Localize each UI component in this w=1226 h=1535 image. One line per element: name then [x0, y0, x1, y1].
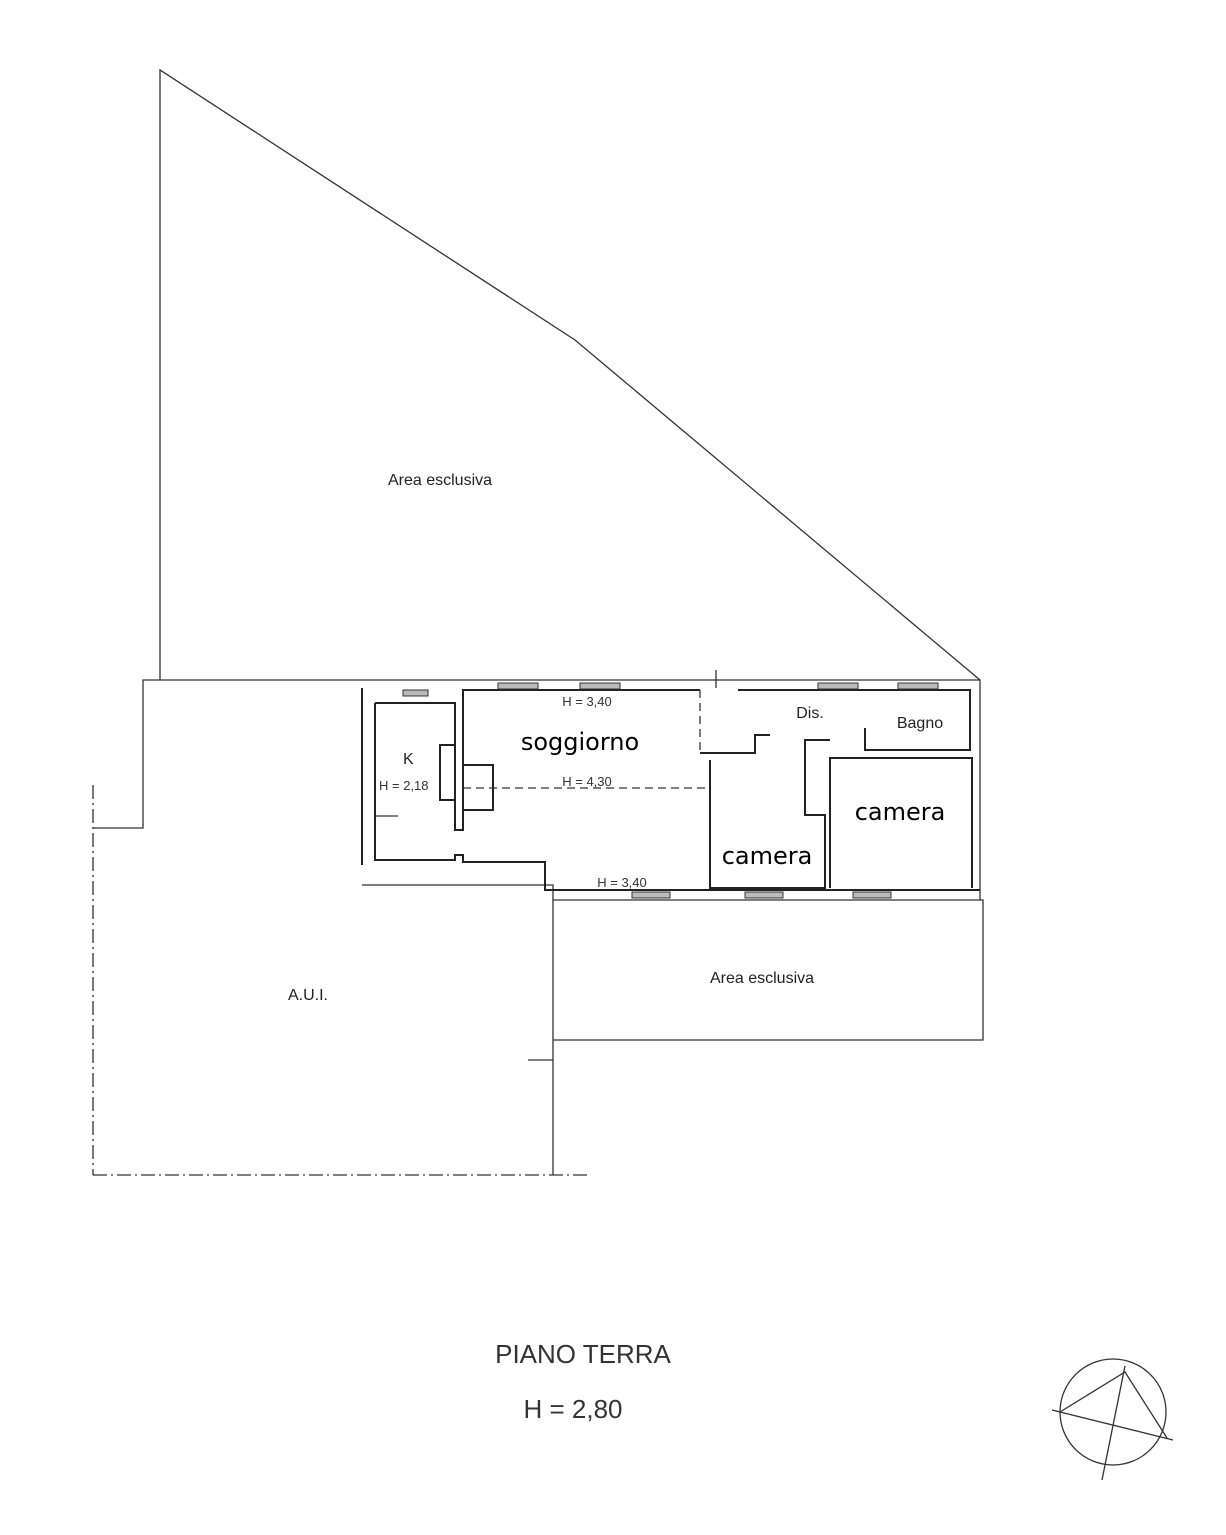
- label-bedroom-2: camera: [722, 842, 813, 870]
- label-living-height-bottom: H = 3,40: [597, 875, 647, 890]
- building-walls: [361, 670, 980, 891]
- label-bedroom-1: camera: [855, 798, 946, 826]
- area-bottom-boundary: [553, 899, 984, 1041]
- plan-title: PIANO TERRA: [495, 1339, 671, 1369]
- label-living-height-mid: H = 4,30: [562, 774, 612, 789]
- label-living-height-top: H = 3,40: [562, 694, 612, 709]
- label-bath: Bagno: [897, 715, 943, 732]
- label-area-top: Area esclusiva: [388, 472, 492, 489]
- label-kitchen-height: H = 2,18: [379, 778, 429, 793]
- label-area-bottom: Area esclusiva: [710, 970, 814, 987]
- label-hall: Dis.: [796, 705, 824, 722]
- windows: [402, 682, 939, 899]
- label-aui: A.U.I.: [288, 987, 328, 1004]
- label-kitchen: K: [403, 751, 414, 768]
- label-living: soggiorno: [521, 728, 639, 756]
- floor-height: H = 2,80: [523, 1394, 622, 1424]
- aui-boundary: [92, 785, 590, 1176]
- north-arrow-icon: [1051, 1358, 1174, 1481]
- plot-boundary: [93, 68, 981, 900]
